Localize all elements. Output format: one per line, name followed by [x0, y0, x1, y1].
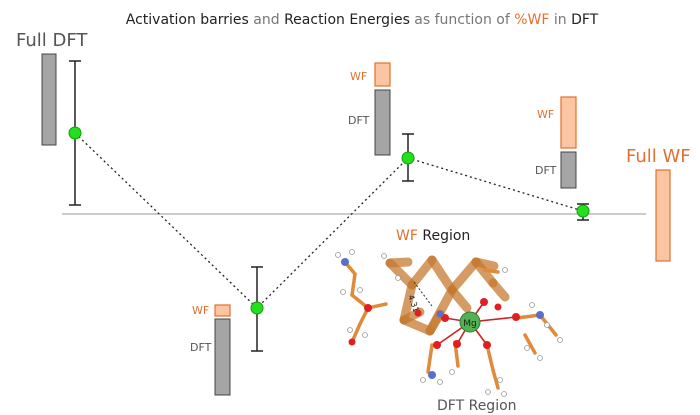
- full-dft-label: Full DFT: [16, 30, 88, 51]
- dft-bar-2: [374, 89, 391, 156]
- full-dft-bar: [41, 53, 57, 146]
- mg-label: Mg: [463, 319, 476, 329]
- title-part-7: DFT: [571, 12, 599, 28]
- wf-label-1: WF: [192, 304, 209, 317]
- mg-ion: [459, 311, 481, 333]
- wf-region-wf: WF: [396, 228, 418, 244]
- title-part-2: and: [249, 12, 284, 28]
- title-part-1: Activation barries: [126, 12, 249, 28]
- energy-path: [74, 132, 584, 309]
- wf-region-rest: Region: [418, 228, 470, 244]
- dft-label-3: DFT: [535, 164, 557, 177]
- title-part-4: as function of: [410, 12, 514, 28]
- energy-point-2: [250, 301, 264, 315]
- dft-label-1: DFT: [190, 341, 212, 354]
- dft-bar-3: [560, 151, 577, 189]
- energy-point-1: [68, 126, 82, 140]
- nitrogen-atoms: [341, 258, 544, 379]
- dft-bar-1: [214, 318, 231, 396]
- dft-region-label: DFT Region: [437, 398, 517, 414]
- distance-marker: [413, 281, 433, 307]
- full-wf-bar: [655, 169, 671, 262]
- title-part-3: Reaction Energies: [284, 12, 410, 28]
- wf-region-label: WF Region: [396, 228, 470, 244]
- wf-bar-1: [214, 304, 231, 317]
- oxygen-atoms: [348, 298, 520, 349]
- title-part-6: in: [549, 12, 571, 28]
- title-part-5: %WF: [514, 12, 549, 28]
- wf-region-bonds: [385, 255, 510, 336]
- hydrogen-atoms: [335, 249, 563, 397]
- wf-label-2: WF: [350, 70, 367, 83]
- diagram-title: Activation barries and Reaction Energies…: [126, 12, 599, 28]
- dft-label-2: DFT: [348, 114, 370, 127]
- energy-point-4: [576, 204, 590, 218]
- molecule-illustration: 4.31: [335, 249, 563, 397]
- wf-bar-3: [560, 96, 577, 149]
- energy-point-3: [401, 151, 415, 165]
- full-wf-label: Full WF: [626, 146, 691, 167]
- wf-label-3: WF: [537, 108, 554, 121]
- wf-bar-2: [374, 62, 391, 87]
